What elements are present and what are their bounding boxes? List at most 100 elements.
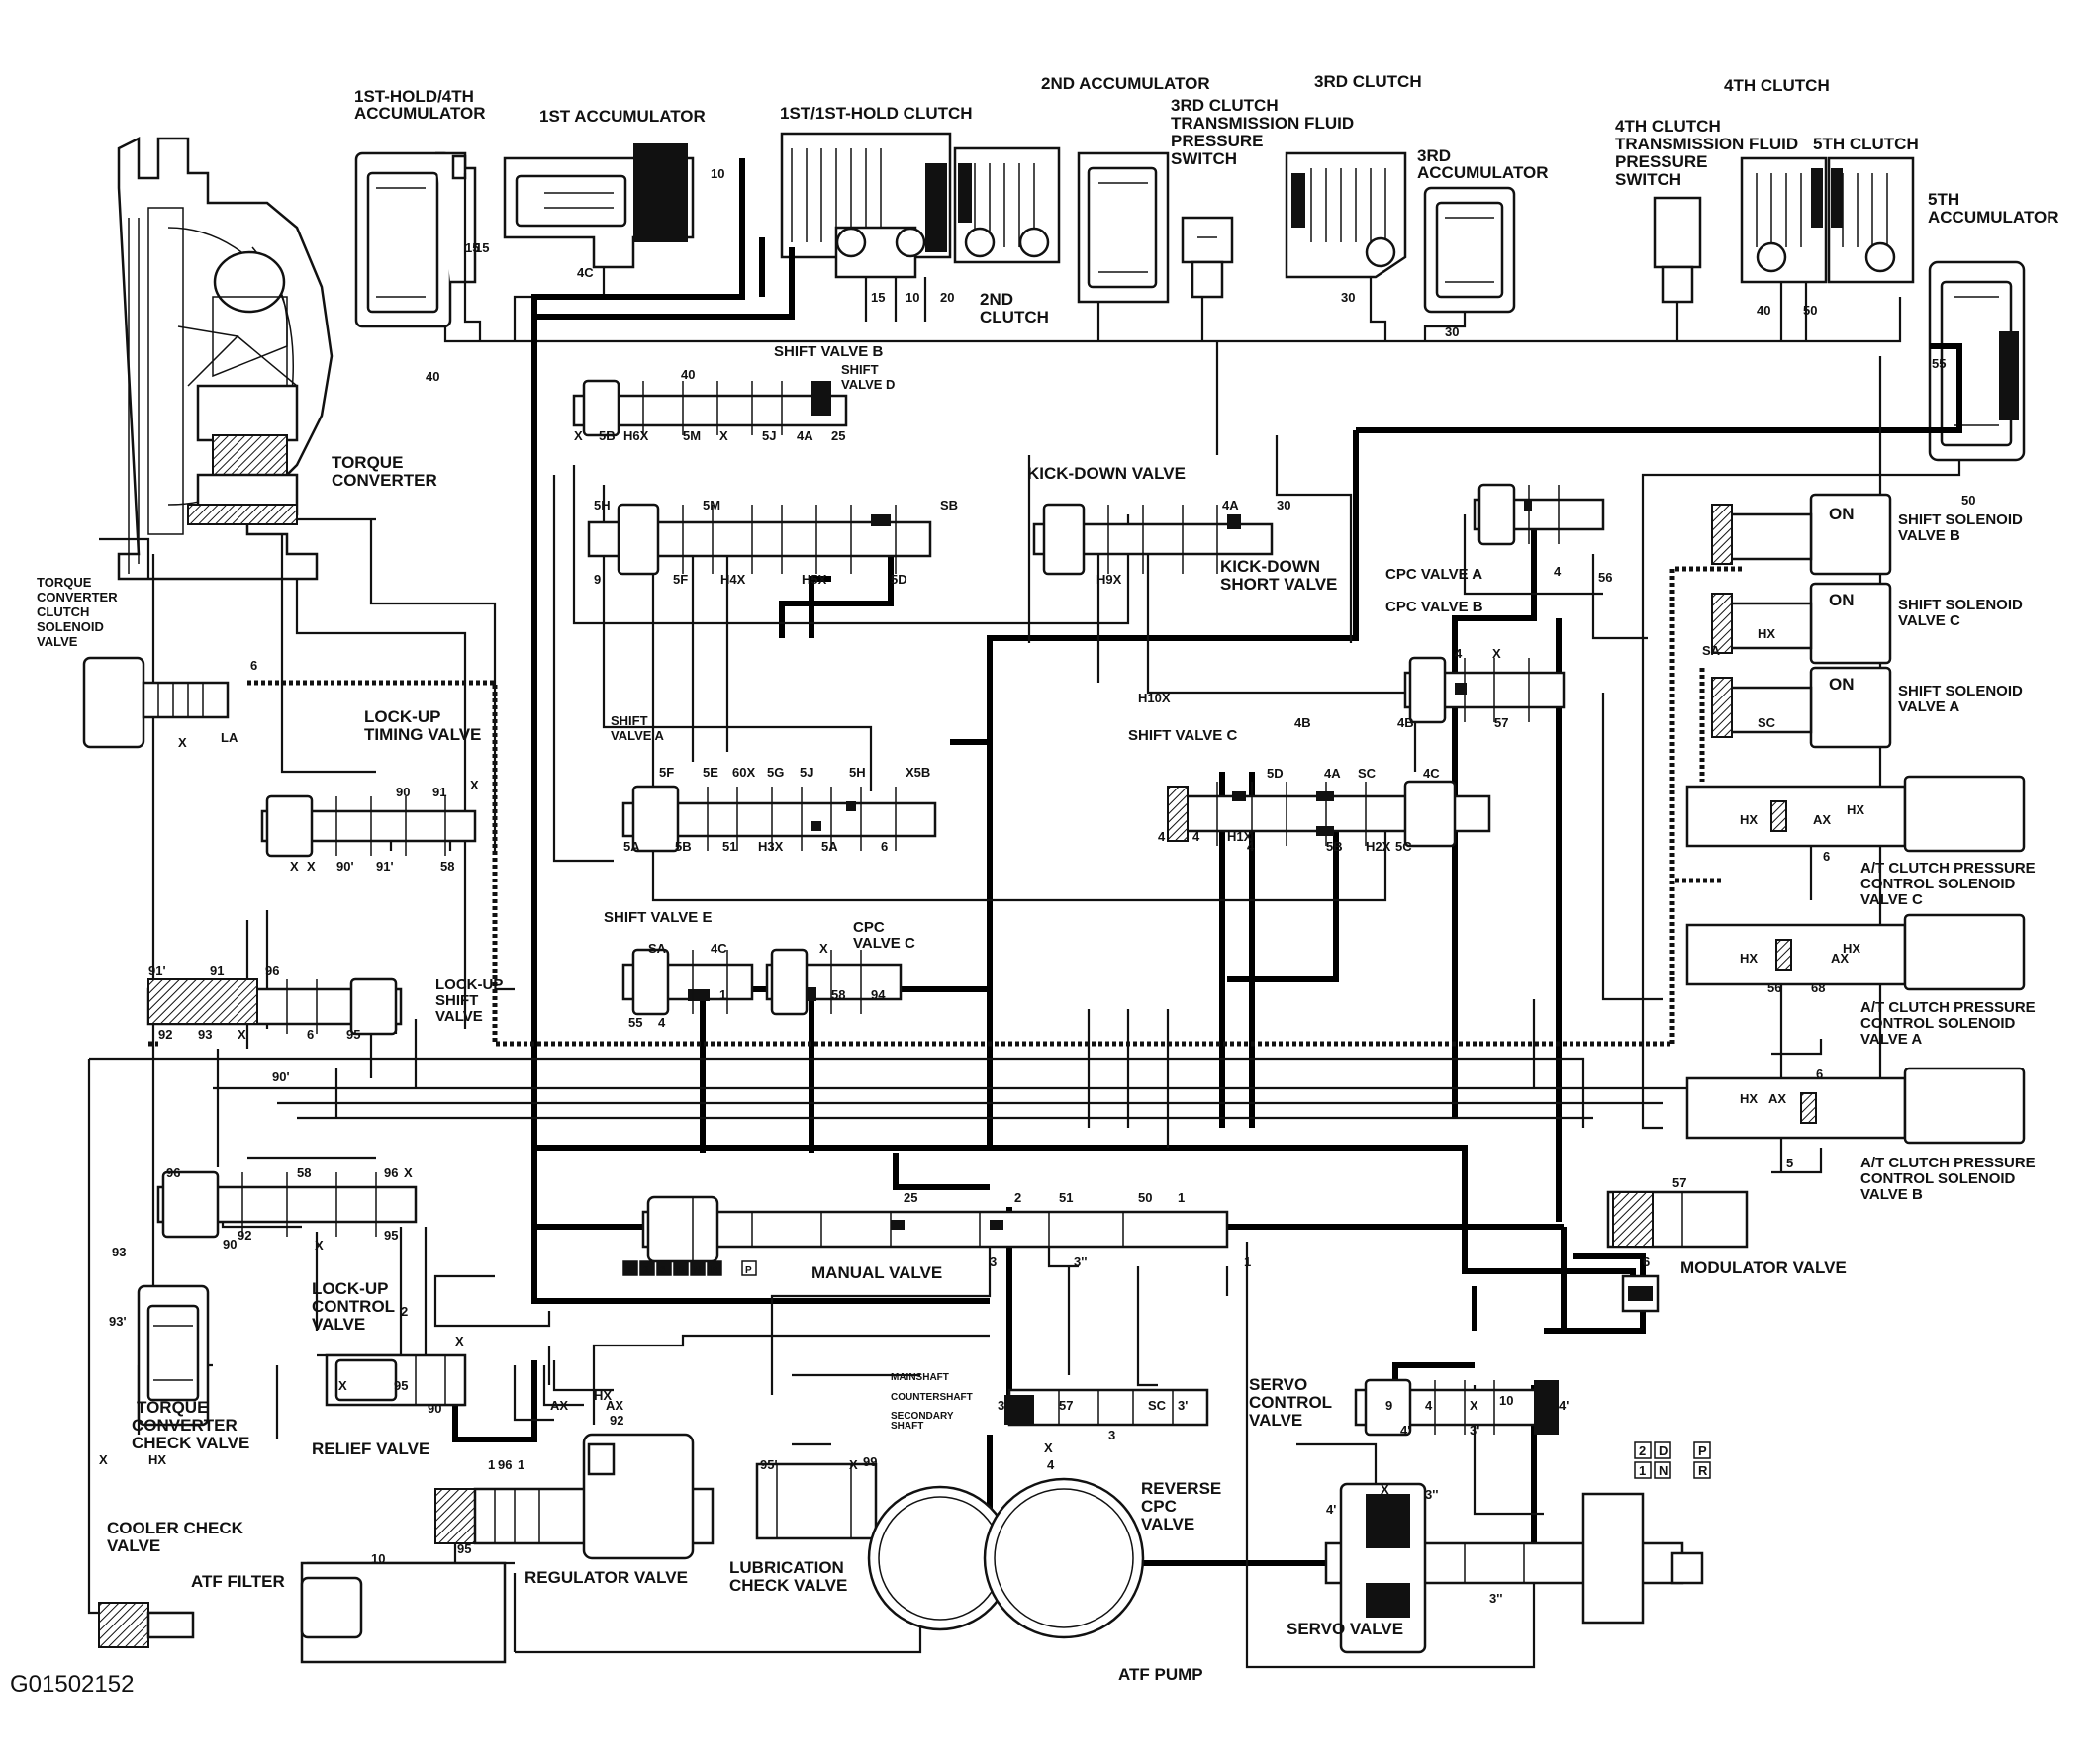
shift-valve-a-body — [621, 785, 937, 853]
label-shift-valve-a: SHIFT VALVE A — [611, 713, 665, 743]
cpc-valve-a-body — [1473, 483, 1605, 546]
port-label: LA — [221, 730, 238, 745]
port-label: SA — [648, 941, 667, 956]
lockup-timing-valve-body — [260, 794, 477, 858]
third-clutch-pressure-switch — [1181, 216, 1234, 299]
port-label: 55 — [628, 1015, 642, 1030]
port-label: 3' — [1470, 1423, 1479, 1438]
port-label: 93' — [109, 1314, 127, 1329]
port-label: 4 — [658, 1015, 666, 1030]
port-label: HX — [1758, 626, 1775, 641]
port-label: H10X — [1138, 691, 1171, 705]
label-lockup-shift-valve: LOCK-UP SHIFT VALVE — [435, 976, 507, 1025]
port-label: 91' — [376, 859, 394, 874]
port-label: 95 — [346, 1027, 360, 1042]
port-label: X — [1381, 1482, 1389, 1497]
port-label: 4 — [1192, 829, 1200, 844]
port-label: 99 — [863, 1454, 877, 1469]
port-label: X — [819, 941, 828, 956]
port-label: 4C — [1423, 766, 1440, 781]
label-servo-valve: SERVO VALVE — [1287, 1620, 1403, 1638]
port-label: 95 — [384, 1228, 398, 1243]
port-label: 57 — [1672, 1175, 1686, 1190]
label-cpc-valve-b: CPC VALVE B — [1385, 599, 1483, 615]
shift-position-box: 3 — [656, 1260, 672, 1276]
port-label: 90 — [428, 1401, 441, 1416]
label-kick-down-short-valve: KICK-DOWN SHORT VALVE — [1220, 557, 1337, 594]
port-label: 4 — [1425, 1398, 1433, 1413]
port-label: H6X — [623, 428, 649, 443]
hold-4th-line2: ACCUMULATOR — [354, 104, 486, 123]
port-label: 94 — [871, 987, 886, 1002]
lockup-shift-valve-body — [146, 977, 403, 1036]
port-label: 4' — [1559, 1398, 1569, 1413]
port-label: SA — [1702, 643, 1721, 658]
port-label: HX — [148, 1452, 166, 1467]
label-atf-filter: ATF FILTER — [191, 1572, 285, 1591]
port-label: 95 — [394, 1378, 408, 1393]
label-third-clutch: 3RD CLUTCH — [1314, 72, 1422, 91]
port-label: X — [338, 1378, 347, 1393]
port-label: X — [849, 1457, 858, 1472]
shift-position-text: 1 — [626, 1265, 632, 1276]
port-label: 96 — [498, 1457, 512, 1472]
label-at-cpc-solenoid-c: A/T CLUTCH PRESSURE CONTROL SOLENOID VAL… — [1860, 860, 2040, 908]
port-label: 4A — [1324, 766, 1341, 781]
label-hold-4th-accumulator: 1ST-HOLD/4TH ACCUMULATOR — [354, 87, 486, 123]
indicator-cell: R — [1693, 1461, 1711, 1479]
port-label: X — [178, 735, 187, 750]
shift-position-text: D — [677, 1265, 684, 1276]
servo-valve-body — [1324, 1482, 1704, 1654]
label-at-cpc-solenoid-a: A/T CLUTCH PRESSURE CONTROL SOLENOID VAL… — [1860, 999, 2040, 1048]
shift-position-box: D — [673, 1260, 689, 1276]
port-label: X — [574, 428, 583, 443]
shift-position-text: N — [694, 1265, 701, 1276]
port-label: 93 — [112, 1245, 126, 1259]
label-at-cpc-solenoid-b: A/T CLUTCH PRESSURE CONTROL SOLENOID VAL… — [1860, 1155, 2040, 1203]
atf-filter — [98, 1561, 507, 1664]
shift-valve-d-body — [572, 379, 848, 437]
port-label: AX — [606, 1398, 623, 1413]
port-label: 1 — [488, 1457, 495, 1472]
port-label: X — [1470, 1398, 1478, 1413]
label-manual-valve: MANUAL VALVE — [811, 1263, 942, 1282]
shift-position-box: 1 — [622, 1260, 638, 1276]
port-label: 55 — [1932, 356, 1946, 371]
port-label: X — [307, 859, 316, 874]
port-label: 9 — [1385, 1398, 1392, 1413]
port-label: X5B — [906, 765, 930, 780]
port-label: 4' — [1400, 1423, 1410, 1438]
port-label: 5G — [767, 765, 784, 780]
label-cooler-check-valve: COOLER CHECK VALVE — [107, 1519, 248, 1555]
port-label: 5D — [1267, 766, 1284, 781]
port-label: 4 — [1247, 839, 1255, 854]
port-label: 96 — [384, 1165, 398, 1180]
shift-valve-c-body — [1167, 780, 1491, 848]
port-label: HX — [594, 1388, 612, 1403]
port-label: 6 — [881, 839, 888, 854]
port-label: 2 — [401, 1304, 408, 1319]
port-label: 5E — [703, 765, 718, 780]
servo-control-valve-body — [1354, 1378, 1559, 1437]
port-label: 1 — [1244, 1254, 1251, 1269]
port-label: 10 — [711, 166, 724, 181]
tc-check-valve-body — [137, 1284, 210, 1427]
port-label: 3'' — [1489, 1591, 1502, 1606]
shift-position-box: P — [741, 1260, 757, 1276]
shift-position-text: R — [711, 1265, 718, 1276]
port-label: 91 — [210, 963, 224, 977]
port-label: 57 — [1059, 1398, 1073, 1413]
port-label: 57 — [1494, 715, 1508, 730]
port-label: 92 — [158, 1027, 172, 1042]
port-label: 5A — [821, 839, 838, 854]
port-label: 2 — [1014, 1190, 1021, 1205]
fifth-clutch — [1827, 156, 1915, 284]
shift-position-box: N — [690, 1260, 706, 1276]
on-label-a: ON — [1829, 675, 1855, 694]
first-accumulator — [503, 143, 695, 269]
label-lubrication-check-valve: LUBRICATION CHECK VALVE — [729, 1558, 849, 1595]
port-label: 10 — [1499, 1393, 1513, 1408]
port-label: X — [99, 1452, 108, 1467]
label-modulator-valve: MODULATOR VALVE — [1680, 1258, 1847, 1277]
port-label: 4A — [797, 428, 813, 443]
